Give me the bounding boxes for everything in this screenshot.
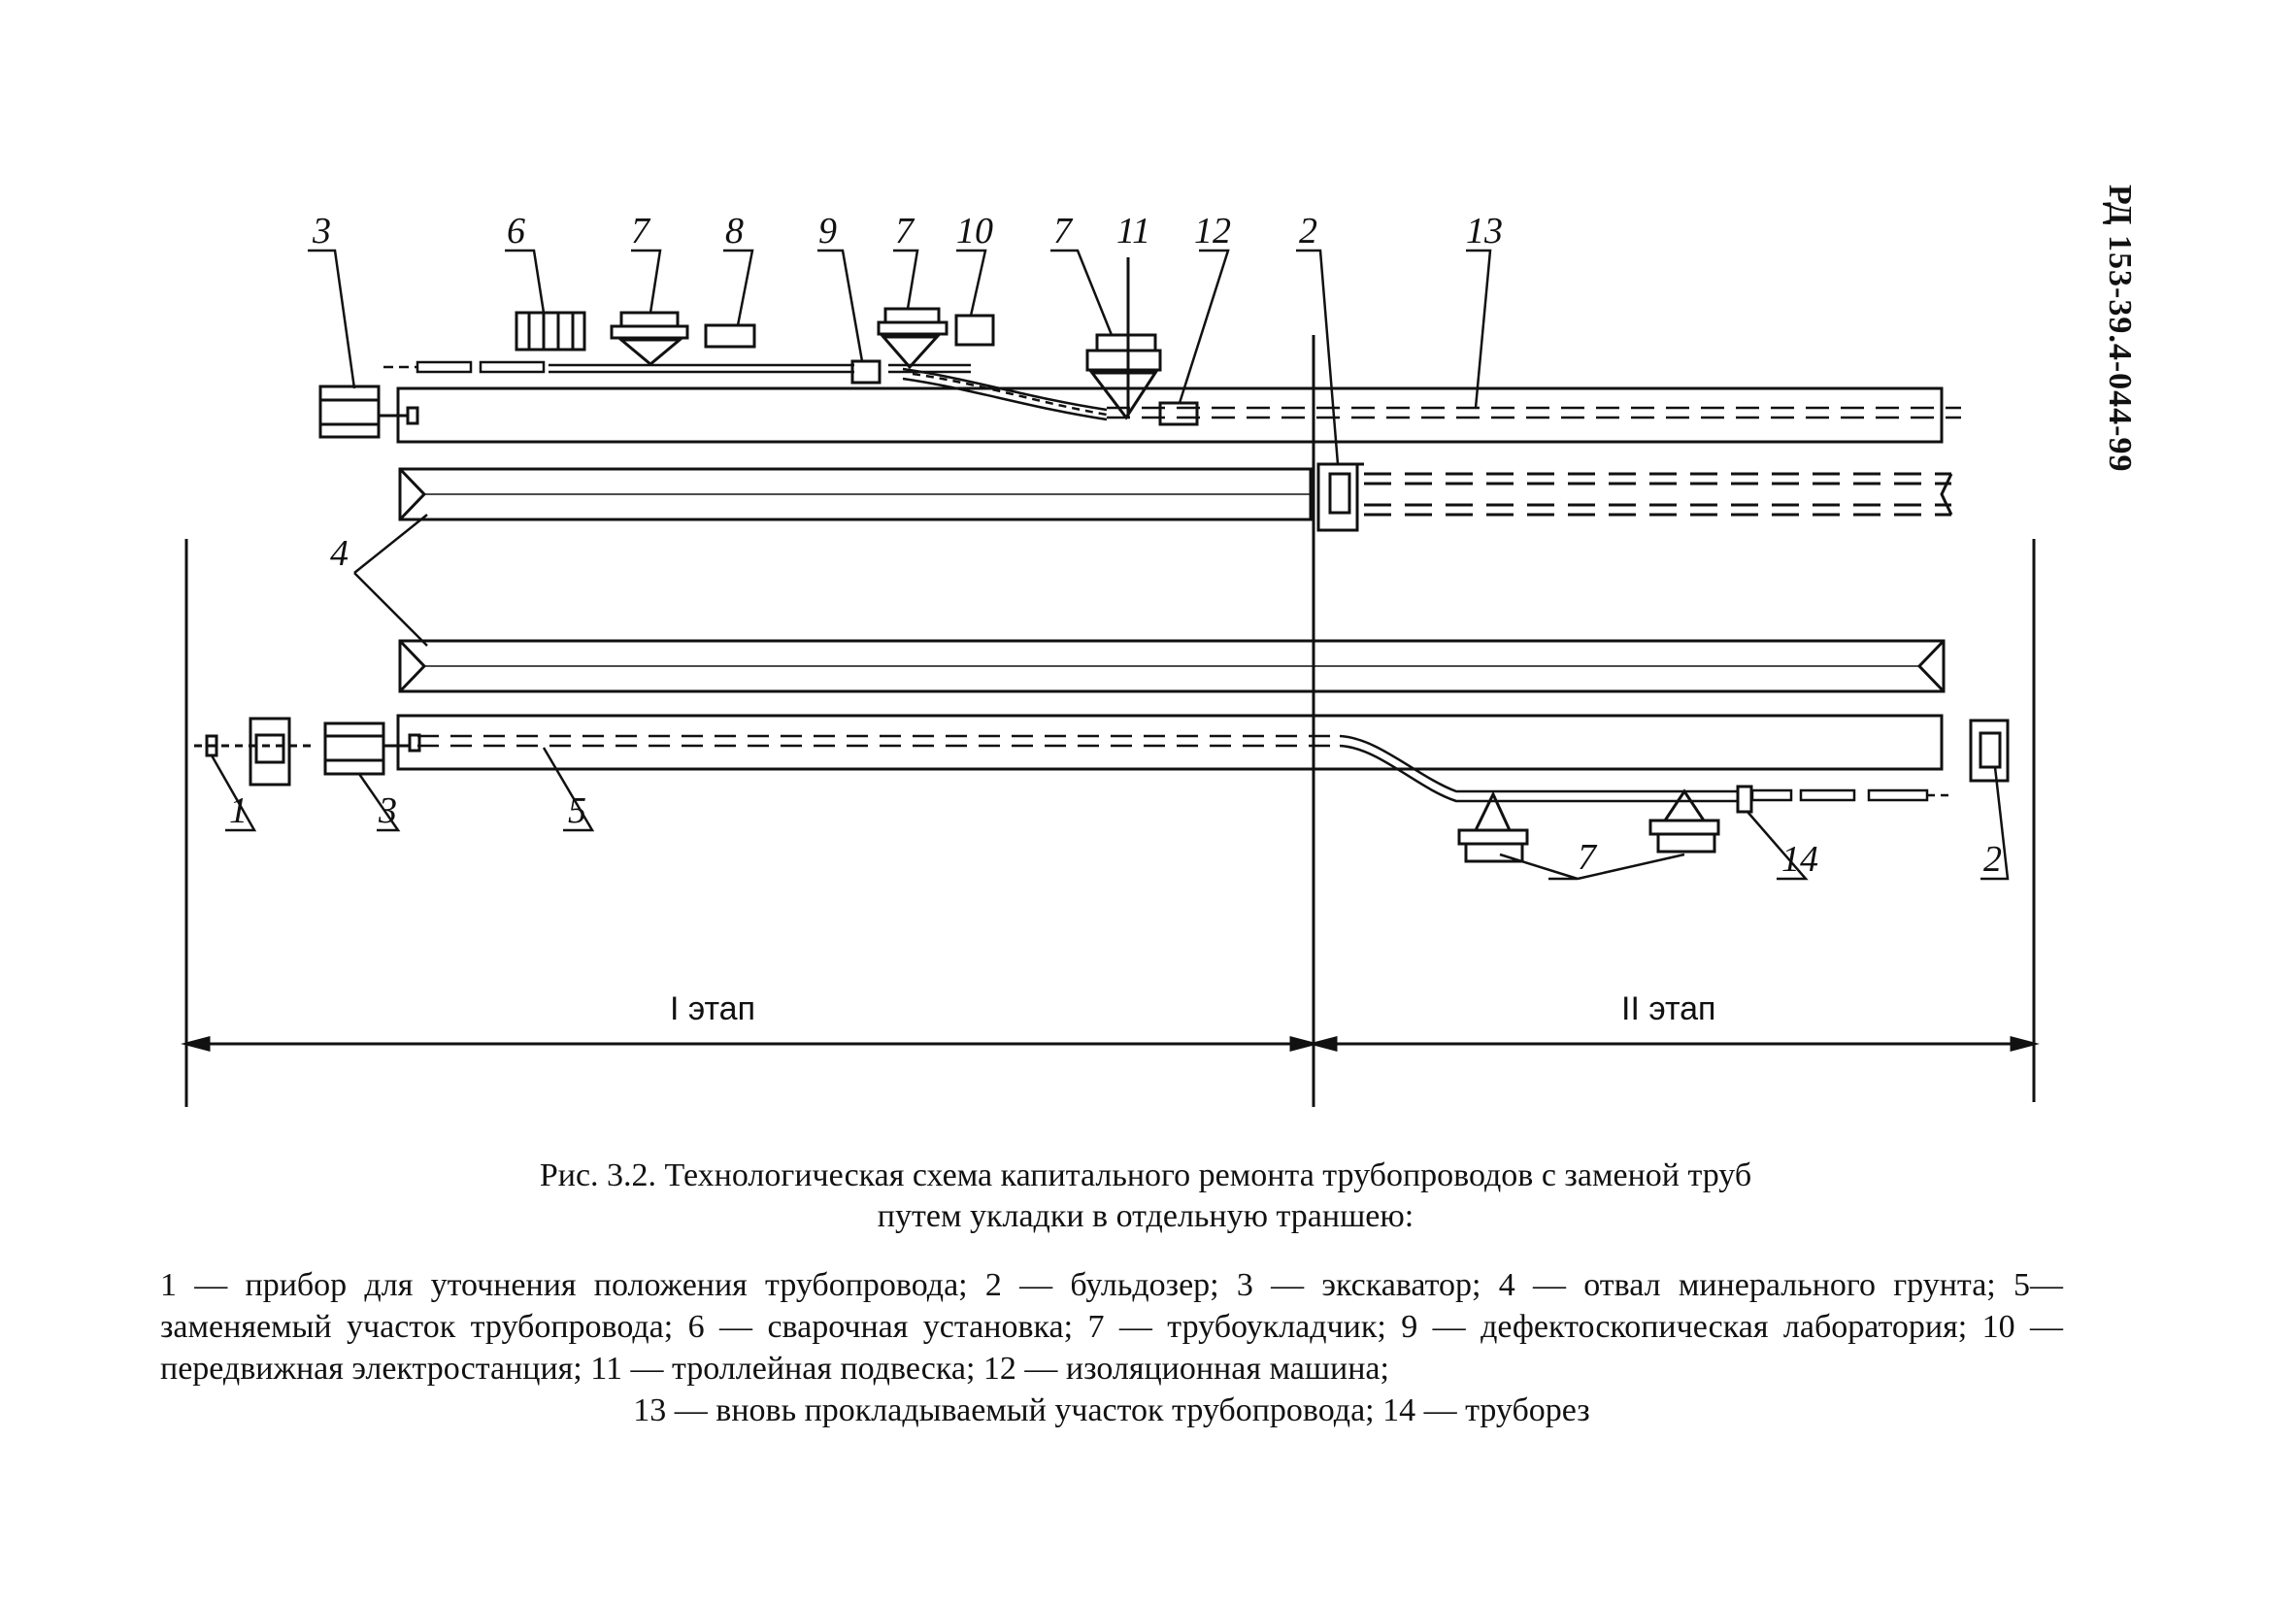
pipe-string-top xyxy=(383,360,1108,421)
legend-last-line: 13 — вновь прокладываемый участок трубоп… xyxy=(633,1392,1590,1428)
pipelayer-top-1 xyxy=(610,311,689,366)
callout-5: 5 xyxy=(568,790,586,831)
pipelayer-bottom-1 xyxy=(1457,790,1529,863)
callout-2-top: 2 xyxy=(1299,211,1317,251)
stage-1-label: I этап xyxy=(670,990,755,1027)
callout-14: 14 xyxy=(1781,839,1818,880)
stage-2-label: II этап xyxy=(1621,990,1715,1027)
callout-12: 12 xyxy=(1194,211,1231,251)
bulldozer-bottom xyxy=(1969,719,2010,783)
callout-3-bottom: 3 xyxy=(378,790,397,831)
mobile-power-unit-8 xyxy=(704,323,756,349)
soil-dump-bottom xyxy=(398,639,1946,693)
power-station-10 xyxy=(954,314,995,347)
callout-7-b: 7 xyxy=(895,211,915,251)
pipelayer-top-2 xyxy=(877,307,948,370)
leader-lines xyxy=(210,249,2010,881)
callout-11: 11 xyxy=(1116,211,1150,251)
welding-unit xyxy=(515,311,586,352)
old-trench xyxy=(396,714,1944,771)
callout-10: 10 xyxy=(956,211,993,251)
pipe-cutter-14 xyxy=(1736,785,1753,814)
callout-6: 6 xyxy=(507,211,525,251)
figure-legend: 1 — прибор для уточнения положения трубо… xyxy=(160,1264,2063,1431)
callout-7-a: 7 xyxy=(631,211,651,251)
callout-2-bottom: 2 xyxy=(1983,839,2002,880)
figure-caption: Рис. 3.2. Технологическая схема капиталь… xyxy=(320,1156,1971,1237)
legend-text: 1 — прибор для уточнения положения трубо… xyxy=(160,1267,2063,1387)
callout-13: 13 xyxy=(1466,211,1503,251)
pipeline-repair-scheme: 3 6 7 8 9 7 10 7 11 12 2 13 4 1 3 5 7 14… xyxy=(181,211,2040,1107)
caption-line-1: Рис. 3.2. Технологическая схема капиталь… xyxy=(539,1157,1752,1193)
excavator-bottom xyxy=(323,721,410,776)
callout-4: 4 xyxy=(330,533,349,574)
defectoscopy-lab-9 xyxy=(850,359,882,385)
pipe-string-bottom xyxy=(1339,734,1951,803)
insulation-machine-12 xyxy=(1158,401,1199,426)
callout-3-top: 3 xyxy=(312,211,331,251)
bulldozer-top xyxy=(1316,462,1364,532)
callout-1: 1 xyxy=(229,790,248,831)
locator-device-1 xyxy=(194,717,316,787)
callout-8: 8 xyxy=(725,211,744,251)
stage-dimension-line xyxy=(181,1036,2040,1052)
callout-9: 9 xyxy=(818,211,837,251)
callout-7-d: 7 xyxy=(1578,837,1598,878)
trench-dashed-stage2 xyxy=(1364,472,1951,517)
pipelayer-top-3 xyxy=(1085,333,1162,420)
callout-7-c: 7 xyxy=(1053,211,1074,251)
excavator-top xyxy=(318,385,419,439)
caption-line-2: путем укладки в отдельную траншею: xyxy=(877,1198,1414,1234)
soil-dump-top xyxy=(398,467,1313,521)
pipelayer-bottom-2 xyxy=(1648,788,1720,854)
new-trench xyxy=(396,386,1961,444)
